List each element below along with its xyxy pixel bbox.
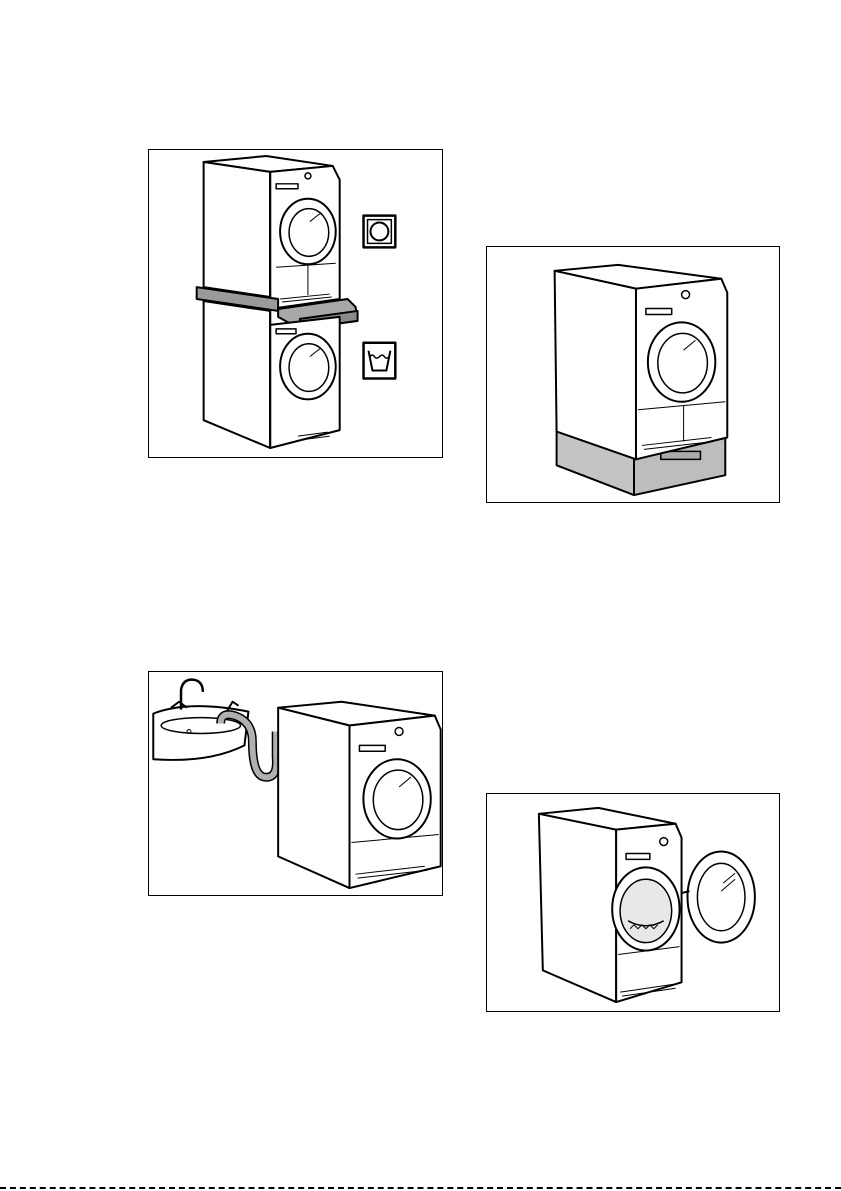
dryer-appliance [278, 702, 441, 888]
washing-machine-appliance [204, 301, 340, 448]
open-door [682, 851, 755, 942]
dryer-appliance [539, 808, 682, 1002]
open-door-illustration [487, 794, 779, 1011]
plinth-illustration [487, 247, 779, 502]
figure-open-door [486, 793, 780, 1012]
dryer-appliance [204, 156, 340, 309]
figure-plinth [486, 246, 780, 503]
figure-drain-hose [148, 671, 443, 896]
dryer-appliance [555, 265, 728, 459]
page-bottom-rule [0, 1187, 841, 1189]
drain-hose-illustration [149, 672, 442, 895]
stacking-kit-illustration [149, 150, 442, 457]
washing-symbol [364, 343, 396, 379]
tumble-dryer-symbol [364, 216, 396, 248]
figure-stacking-kit [148, 149, 443, 458]
